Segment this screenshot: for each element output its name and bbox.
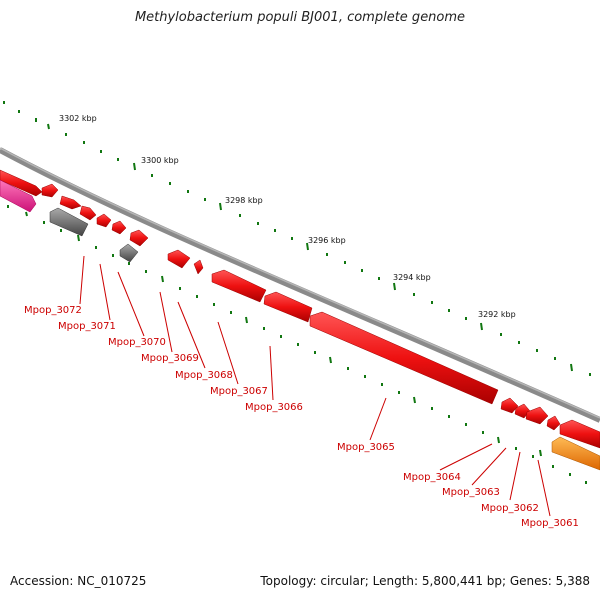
map-title: Methylobacterium populi BJ001, complete … [134, 10, 466, 25]
gene-label-mpop-3065[interactable]: Mpop_3065 [337, 442, 395, 453]
gene-label-mpop-3061[interactable]: Mpop_3061 [521, 518, 579, 529]
genome-summary-text: Topology: circular; Length: 5,800,441 bp… [260, 574, 590, 588]
rna-feature[interactable] [49, 207, 89, 237]
cds-feature[interactable] [263, 291, 313, 323]
cds-feature[interactable] [211, 269, 267, 303]
cds-feature[interactable] [525, 406, 549, 425]
cds-feature[interactable] [167, 249, 191, 269]
kbp-label-3300: 3300 kbp [141, 156, 179, 165]
gene-features [0, 169, 600, 471]
kbp-label-3294: 3294 kbp [393, 273, 431, 282]
kbp-label-3296: 3296 kbp [308, 236, 346, 245]
kbp-label-3298: 3298 kbp [225, 196, 263, 205]
cds-feature[interactable] [129, 229, 149, 247]
genome-backbone [0, 147, 600, 423]
cds-feature[interactable] [111, 220, 127, 235]
cds-feature[interactable] [0, 169, 43, 197]
gene-label-mpop-3067[interactable]: Mpop_3067 [210, 386, 268, 397]
kbp-label-3302: 3302 kbp [59, 114, 97, 123]
cds-feature[interactable] [96, 213, 112, 228]
gene-label-mpop-3069[interactable]: Mpop_3069 [141, 353, 199, 364]
gene-label-mpop-3062[interactable]: Mpop_3062 [481, 503, 539, 514]
pseudogene-feature[interactable] [0, 179, 37, 213]
cds-feature[interactable] [41, 183, 59, 198]
gene-label-mpop-3064[interactable]: Mpop_3064 [403, 472, 461, 483]
gene-label-mpop-3068[interactable]: Mpop_3068 [175, 370, 233, 381]
repeat-feature[interactable] [551, 436, 600, 471]
gene-label-mpop-3072[interactable]: Mpop_3072 [24, 305, 82, 316]
gene-label-mpop-3063[interactable]: Mpop_3063 [442, 487, 500, 498]
cds-feature[interactable] [59, 195, 82, 210]
accession-text: Accession: NC_010725 [10, 574, 147, 588]
cds-feature[interactable] [546, 415, 561, 431]
cds-feature[interactable] [309, 311, 499, 405]
inner-tick-ruler [7, 205, 587, 484]
cds-feature[interactable] [193, 259, 204, 275]
cds-feature[interactable] [79, 205, 97, 221]
gene-label-mpop-3071[interactable]: Mpop_3071 [58, 321, 116, 332]
outer-tick-ruler [3, 101, 591, 376]
cds-feature[interactable] [500, 397, 519, 414]
kbp-label-3292: 3292 kbp [478, 310, 516, 319]
cds-feature[interactable] [559, 419, 600, 449]
label-leader-lines [79, 255, 551, 517]
gene-label-mpop-3070[interactable]: Mpop_3070 [108, 337, 166, 348]
gene-label-mpop-3066[interactable]: Mpop_3066 [245, 402, 303, 413]
rna-feature[interactable] [119, 243, 139, 263]
